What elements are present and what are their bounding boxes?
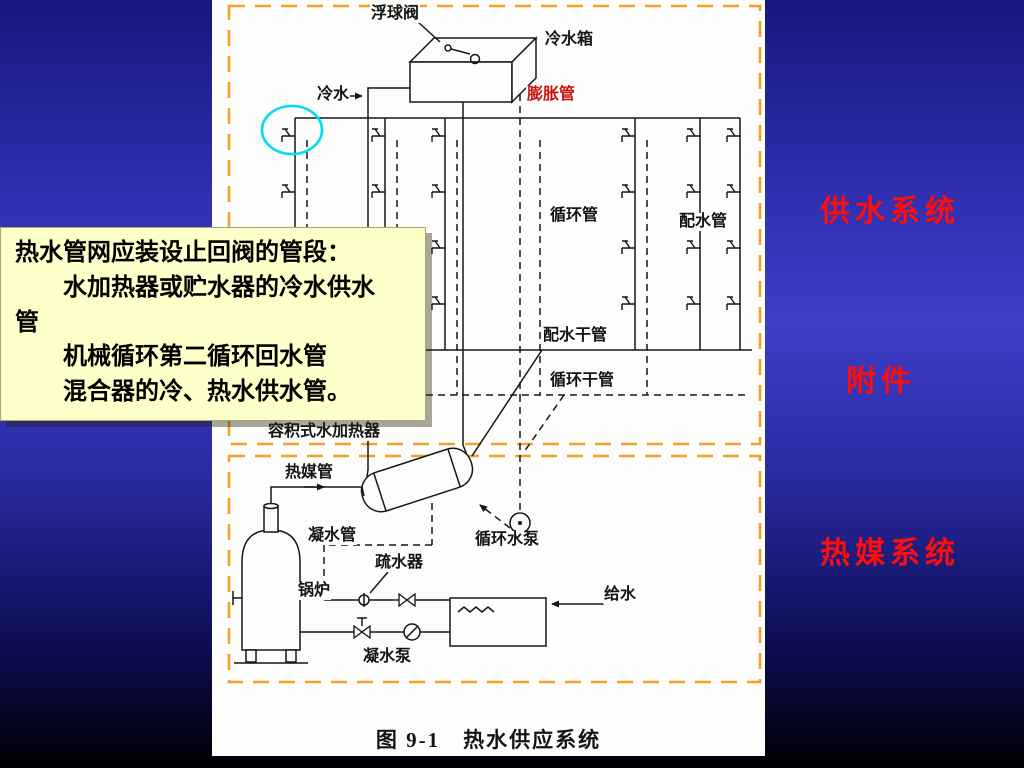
circulation-piping — [282, 94, 747, 598]
boiler-shape — [232, 502, 308, 664]
cold-water-tank-shape — [408, 21, 538, 104]
note-line-5: 混合器的冷、热水供水管。 — [15, 379, 351, 406]
note-line-1: 热水管网应装设止回阀的管段： — [15, 240, 351, 266]
heat-medium-dashed-box — [227, 454, 762, 684]
circulation-pump-shape — [509, 512, 531, 534]
figure-caption: 图 9-1 热水供应系统 — [375, 728, 602, 752]
highlight-ellipse — [260, 104, 324, 156]
label-boiler: 锅炉 — [297, 582, 332, 601]
label-feed-water: 给水 — [603, 586, 638, 605]
label-cold-water-tank: 冷水箱 — [544, 31, 595, 50]
label-steam-trap: 疏水器 — [374, 554, 425, 573]
system-diagram-drawing — [227, 4, 762, 684]
note-callout: 热水管网应装设止回阀的管段： 水加热器或贮水器的冷水供水 管 机械循环第二循环回… — [0, 227, 426, 421]
label-cold-water: 冷水 — [316, 86, 351, 105]
condensate-pump-shape — [300, 617, 450, 641]
feed-water-tank-shape — [449, 597, 604, 647]
label-volumetric-heater: 容积式水加热器 — [267, 423, 382, 442]
diagram-panel: 浮球阀 冷水箱 冷水 膨胀管 循环管 配水管 配水干管 循环干管 容积式水加热器… — [212, 0, 765, 756]
section-label-accessories: 附件 — [846, 365, 916, 398]
section-label-heat-medium-system: 热媒系统 — [820, 537, 960, 570]
note-line-4: 机械循环第二循环回水管 — [15, 344, 327, 371]
supply-system-dashed-box — [227, 4, 762, 446]
steam-trap-shape — [324, 571, 450, 607]
label-circulation-main: 循环干管 — [549, 372, 616, 391]
label-heat-medium-pipe: 热媒管 — [284, 464, 335, 483]
label-condensate-pipe: 凝水管 — [307, 527, 358, 546]
note-line-2: 水加热器或贮水器的冷水供水 — [15, 274, 375, 301]
note-line-3: 管 — [15, 309, 39, 336]
label-circulation-pump: 循环水泵 — [474, 531, 541, 550]
label-expansion-pipe: 膨胀管 — [526, 86, 577, 105]
section-label-supply-system: 供水系统 — [820, 195, 960, 228]
label-circulation-pipe: 循环管 — [549, 207, 600, 226]
label-float-valve: 浮球阀 — [370, 5, 421, 24]
volumetric-heater-shape — [360, 447, 474, 513]
label-distribution-main: 配水干管 — [542, 327, 609, 346]
label-condensate-pump: 凝水泵 — [362, 648, 413, 667]
label-distribution-pipe: 配水管 — [678, 213, 729, 232]
